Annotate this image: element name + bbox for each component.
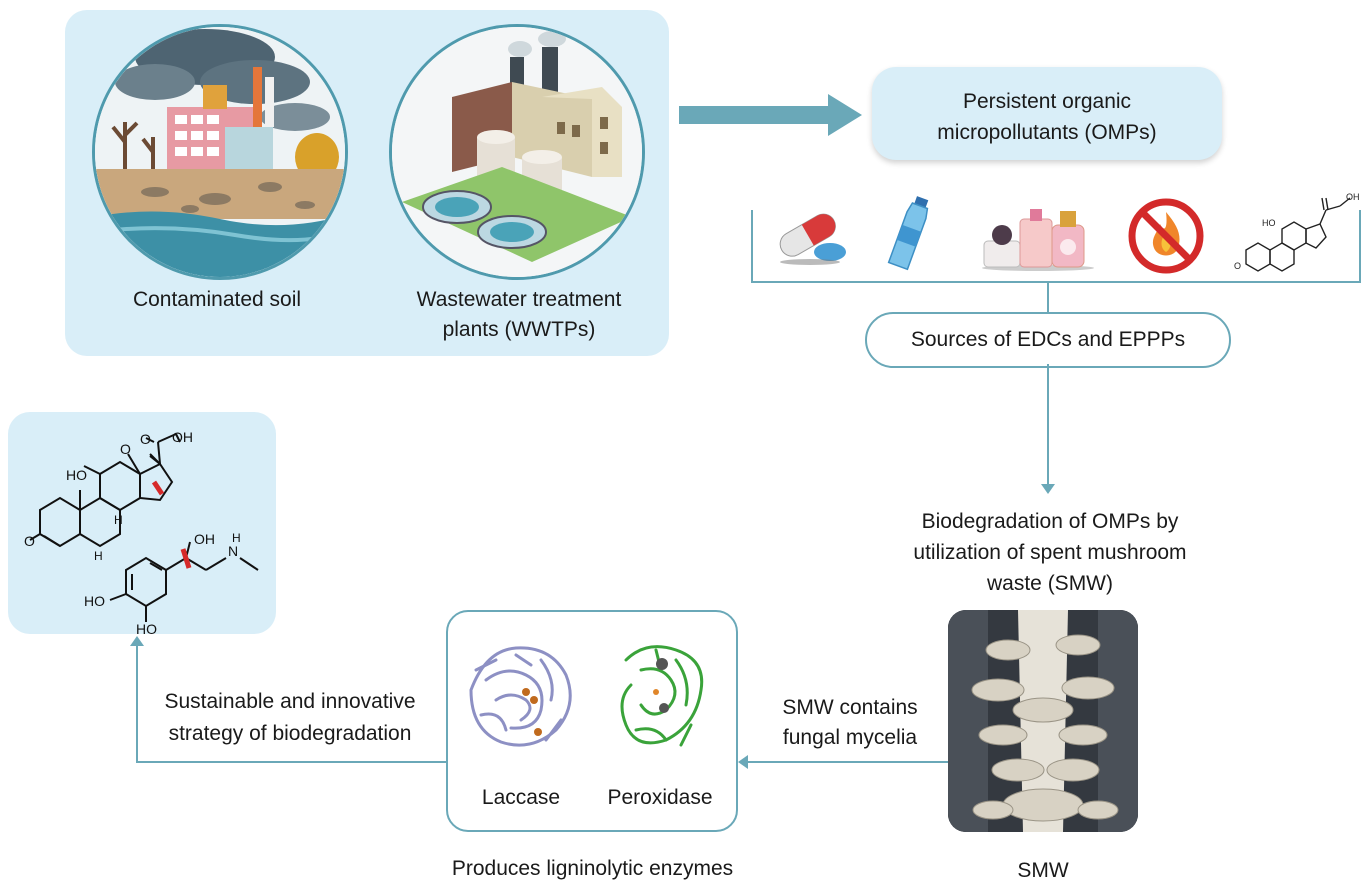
enzymes-caption: Produces ligninolytic enzymes <box>451 857 734 880</box>
strategy-line1: Sustainable and innovative <box>164 690 416 713</box>
source-icon-steroid-structure: O HO OH <box>1228 190 1360 280</box>
sources-to-omp-arrow <box>679 94 862 136</box>
wwtp-illustration <box>389 24 645 280</box>
omp-box <box>872 67 1222 160</box>
mol-ho-bottom: HO <box>84 593 105 609</box>
mol-oh-mid: OH <box>194 531 215 547</box>
steroid-oh-label: OH <box>1346 192 1360 202</box>
steroid-ho-label: HO <box>1262 218 1276 228</box>
enzymes-to-molecules-arrowhead <box>130 636 144 646</box>
mol-h-2: H <box>114 513 123 527</box>
peroxidase-label: Peroxidase <box>607 786 713 809</box>
mol-nh-h: H <box>232 531 241 545</box>
wwtp-label-line1: Wastewater treatment <box>416 288 622 311</box>
smw-to-enzymes-arrowhead <box>738 755 748 769</box>
contaminated-soil-label: Contaminated soil <box>132 288 302 311</box>
mol-oh-bottom: HO <box>136 621 157 634</box>
omp-title-line1: Persistent organic <box>962 90 1132 113</box>
contaminated-soil-illustration <box>92 24 348 280</box>
edc-sources-label: Sources of EDCs and EPPPs <box>910 328 1186 351</box>
steroid-o-label: O <box>1234 261 1241 271</box>
laccase-label: Laccase <box>481 786 561 809</box>
mol-o-side: O <box>140 431 151 447</box>
edc-to-biodeg-arrowhead <box>1041 484 1055 494</box>
biodeg-line1: Biodegradation of OMPs by <box>921 510 1179 533</box>
peroxidase-structure <box>606 630 716 760</box>
smw-caption: SMW <box>1017 859 1069 882</box>
source-icon-cosmetics <box>978 195 1098 273</box>
icon-bracket <box>751 210 1361 283</box>
mol-ho-top: HO <box>66 467 87 483</box>
smw-arrow-line2: fungal mycelia <box>782 726 918 749</box>
enzymes-to-molecules-line <box>136 646 446 763</box>
mol-oh-top: OH <box>172 429 193 445</box>
degraded-molecules-panel <box>8 412 276 634</box>
degraded-molecules-structure: O HO O O OH H H OH N H HO HO <box>8 412 276 637</box>
wwtp-label-line2: plants (WWTPs) <box>442 318 596 341</box>
mol-o-left: O <box>24 533 35 549</box>
biodeg-line3: waste (SMW) <box>987 572 1113 595</box>
omp-title-line2: micropollutants (OMPs) <box>937 121 1157 144</box>
source-icon-pills <box>770 200 850 270</box>
source-icon-water-bottle <box>880 192 940 274</box>
mol-nh: N <box>228 543 238 559</box>
smw-arrow-line1: SMW contains <box>782 696 918 719</box>
laccase-structure <box>456 630 586 760</box>
mol-h-1: H <box>94 549 103 563</box>
mol-o-ketone: O <box>120 441 131 457</box>
biodeg-line2: utilization of spent mushroom <box>913 541 1187 564</box>
smw-photo <box>948 610 1138 832</box>
strategy-line2: strategy of biodegradation <box>168 722 412 745</box>
source-icon-flame-retardant <box>1126 196 1206 276</box>
